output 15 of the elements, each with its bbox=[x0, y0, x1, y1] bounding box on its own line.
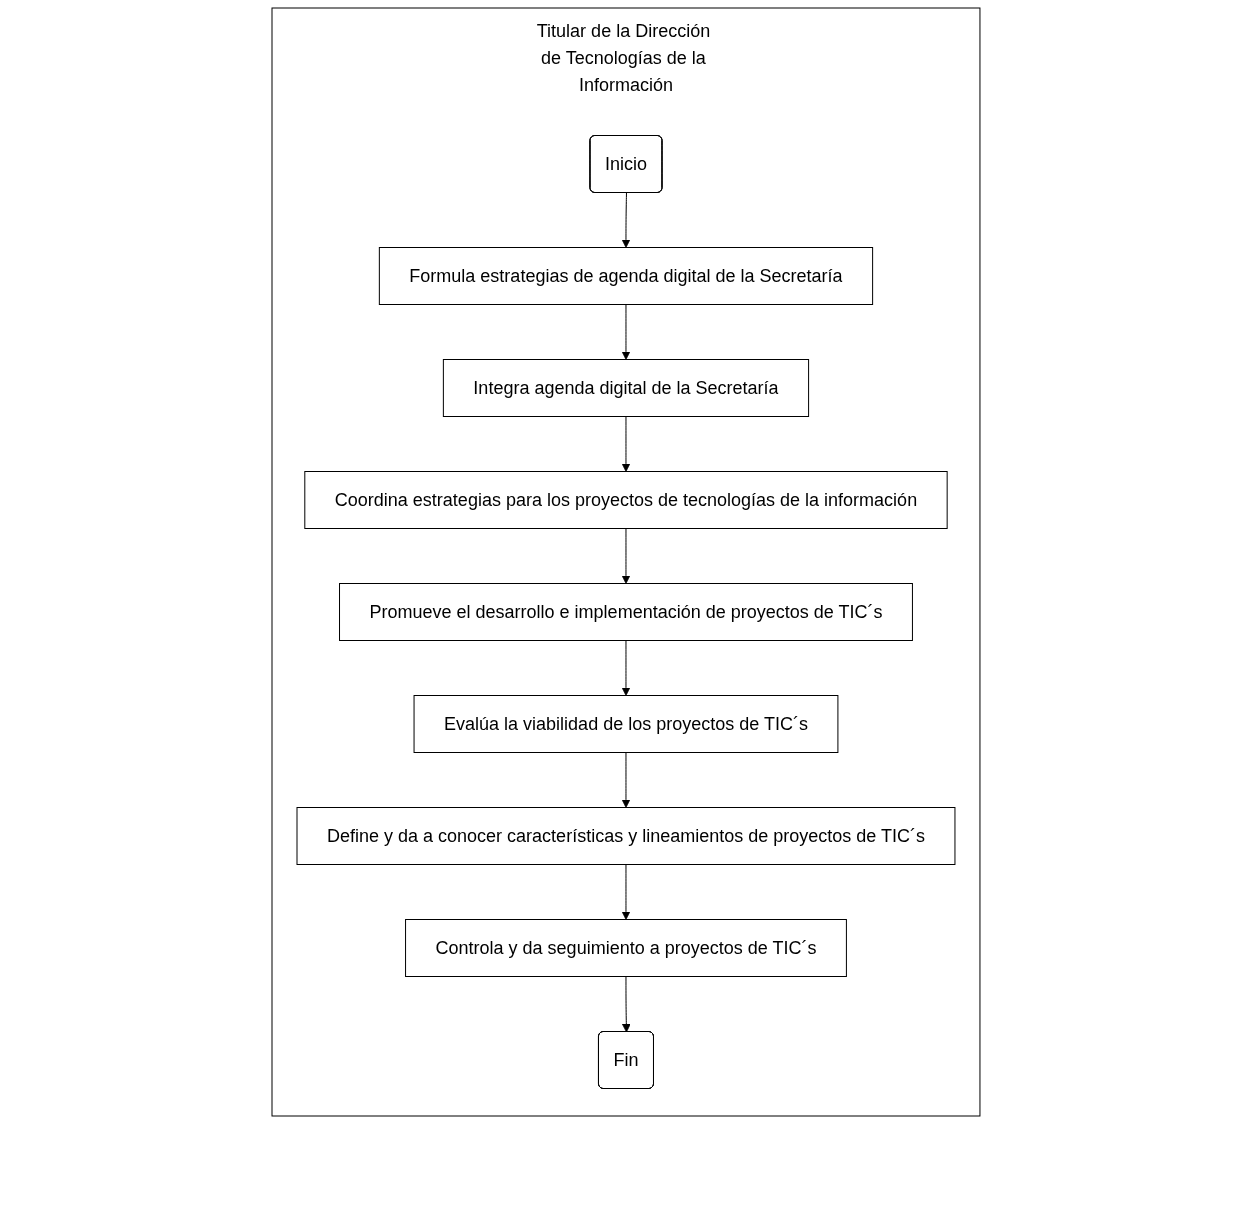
node-box: Controla y da seguimiento a proyectos de TIC´s bbox=[405, 919, 847, 977]
arrow bbox=[621, 192, 631, 248]
arrow bbox=[621, 416, 631, 472]
node-box: Coordina estrategias para los proyectos de tecnologías de la información bbox=[304, 471, 948, 529]
arrow bbox=[621, 528, 631, 584]
node-box: Evalúa la viabilidad de los proyectos de TIC´s bbox=[413, 695, 839, 753]
node-box: Formula estrategias de agenda digital de la Secretaría bbox=[378, 247, 874, 305]
arrow bbox=[621, 304, 631, 360]
arrow bbox=[621, 864, 631, 920]
arrow bbox=[621, 976, 631, 1033]
node-box: Integra agenda digital de la Secretaría bbox=[442, 359, 810, 417]
node-box: Promueve el desarrollo e implementación de proyectos de TIC´s bbox=[339, 583, 913, 641]
node-box: Define y da a conocer características y lineamientos de proyectos de TIC´s bbox=[296, 807, 956, 865]
arrow bbox=[621, 752, 631, 808]
arrow bbox=[621, 640, 631, 696]
